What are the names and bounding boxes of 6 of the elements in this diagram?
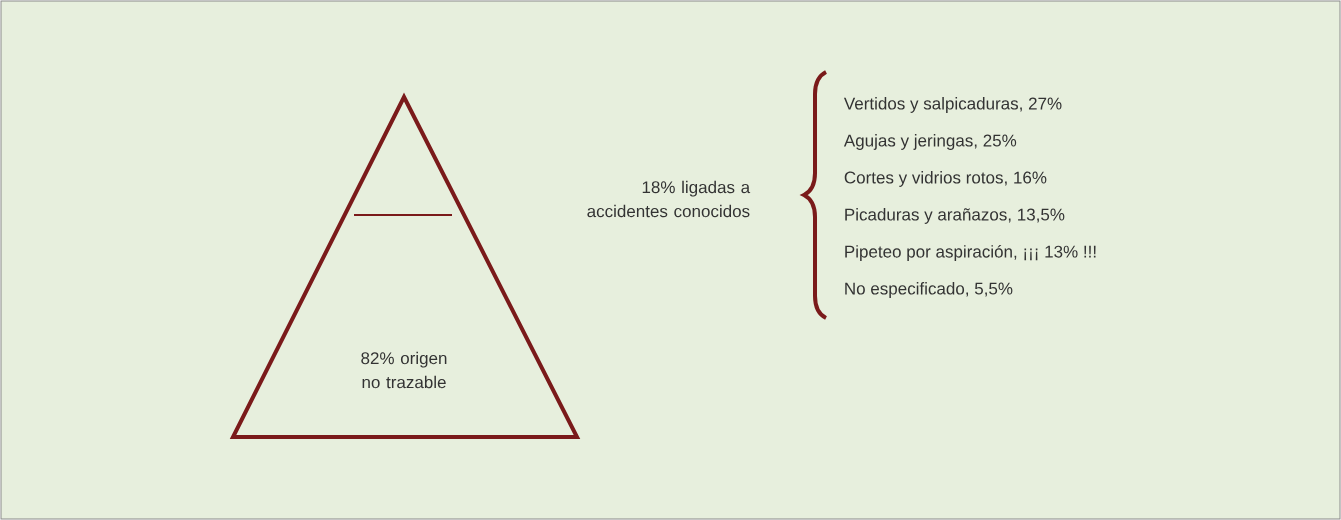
list-item: Vertidos y salpicaduras, 27% <box>843 97 1062 113</box>
list-item: No especificado, 5,5% <box>845 282 1013 298</box>
list-item: Agujas y jeringas, 25% <box>843 134 1017 150</box>
list-item: Picaduras y arañazos, 13,5% <box>845 208 1065 224</box>
list-item: Pipeteo por aspiración, ¡¡¡ 13% !!! <box>845 245 1096 262</box>
list-item: Cortes y vidrios rotos, 16% <box>844 171 1047 187</box>
